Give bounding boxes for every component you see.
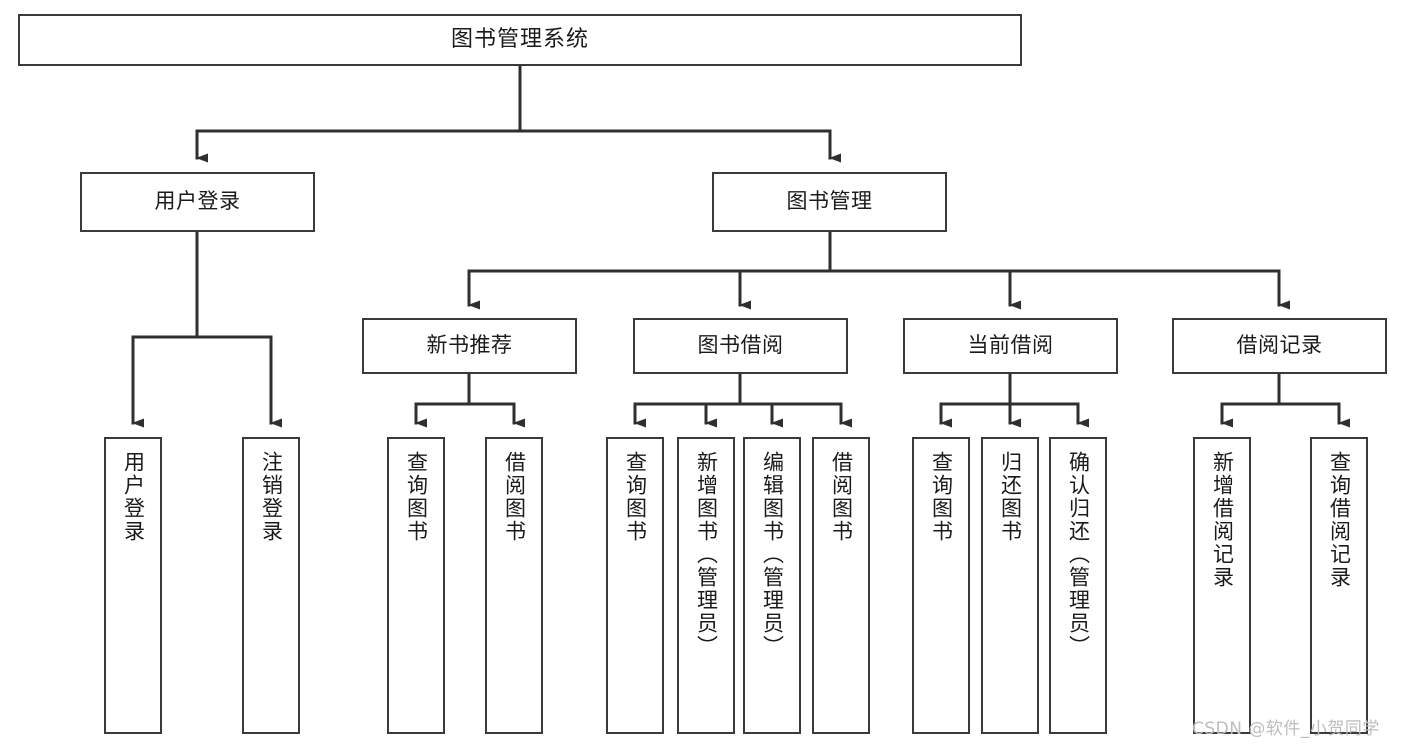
node-current-borrowing[interactable]: 当前借阅	[903, 318, 1118, 374]
leaf-add-book-admin[interactable]: 新增图书（管理员）	[677, 437, 735, 734]
node-label: 借阅图书	[829, 451, 854, 543]
leaf-user-login[interactable]: 用户登录	[104, 437, 162, 734]
node-label: 确认归还（管理员）	[1066, 451, 1091, 658]
leaf-borrow-books-borrowing[interactable]: 借阅图书	[812, 437, 870, 734]
node-label: 注销登录	[259, 451, 284, 543]
node-label: 图书管理	[786, 189, 873, 214]
node-label: 用户登录	[154, 189, 241, 214]
node-label: 查询图书	[929, 451, 954, 543]
leaf-logout[interactable]: 注销登录	[242, 437, 300, 734]
leaf-confirm-return-admin[interactable]: 确认归还（管理员）	[1049, 437, 1107, 734]
node-user-login[interactable]: 用户登录	[80, 172, 315, 232]
leaf-query-books-borrowing[interactable]: 查询图书	[606, 437, 664, 734]
leaf-return-books[interactable]: 归还图书	[981, 437, 1039, 734]
leaf-borrow-books-recommendation[interactable]: 借阅图书	[485, 437, 543, 734]
node-label: 新增借阅记录	[1210, 451, 1235, 589]
node-label: 查询借阅记录	[1327, 451, 1352, 589]
csdn-watermark: CSDN @软件_小贺同学	[1192, 719, 1380, 739]
leaf-query-books-recommendation[interactable]: 查询图书	[387, 437, 445, 734]
leaf-query-borrow-record[interactable]: 查询借阅记录	[1310, 437, 1368, 734]
leaf-query-books-current[interactable]: 查询图书	[912, 437, 970, 734]
node-book-management[interactable]: 图书管理	[712, 172, 947, 232]
node-label: 图书借阅	[697, 333, 784, 358]
node-book-borrowing[interactable]: 图书借阅	[633, 318, 848, 374]
leaf-add-borrow-record[interactable]: 新增借阅记录	[1193, 437, 1251, 734]
node-label: 查询图书	[404, 451, 429, 543]
node-label: 用户登录	[121, 451, 146, 543]
node-label: 新增图书（管理员）	[694, 451, 719, 658]
node-label: 编辑图书（管理员）	[760, 451, 785, 658]
node-root-book-management-system[interactable]: 图书管理系统	[18, 14, 1022, 66]
node-label: 借阅记录	[1236, 333, 1323, 358]
node-label: 当前借阅	[967, 333, 1054, 358]
node-new-book-recommendation[interactable]: 新书推荐	[362, 318, 577, 374]
node-label: 新书推荐	[426, 333, 513, 358]
leaf-edit-book-admin[interactable]: 编辑图书（管理员）	[743, 437, 801, 734]
node-label: 归还图书	[998, 451, 1023, 543]
node-label: 图书管理系统	[450, 26, 589, 52]
node-borrowing-records[interactable]: 借阅记录	[1172, 318, 1387, 374]
node-label: 查询图书	[623, 451, 648, 543]
node-label: 借阅图书	[502, 451, 527, 543]
